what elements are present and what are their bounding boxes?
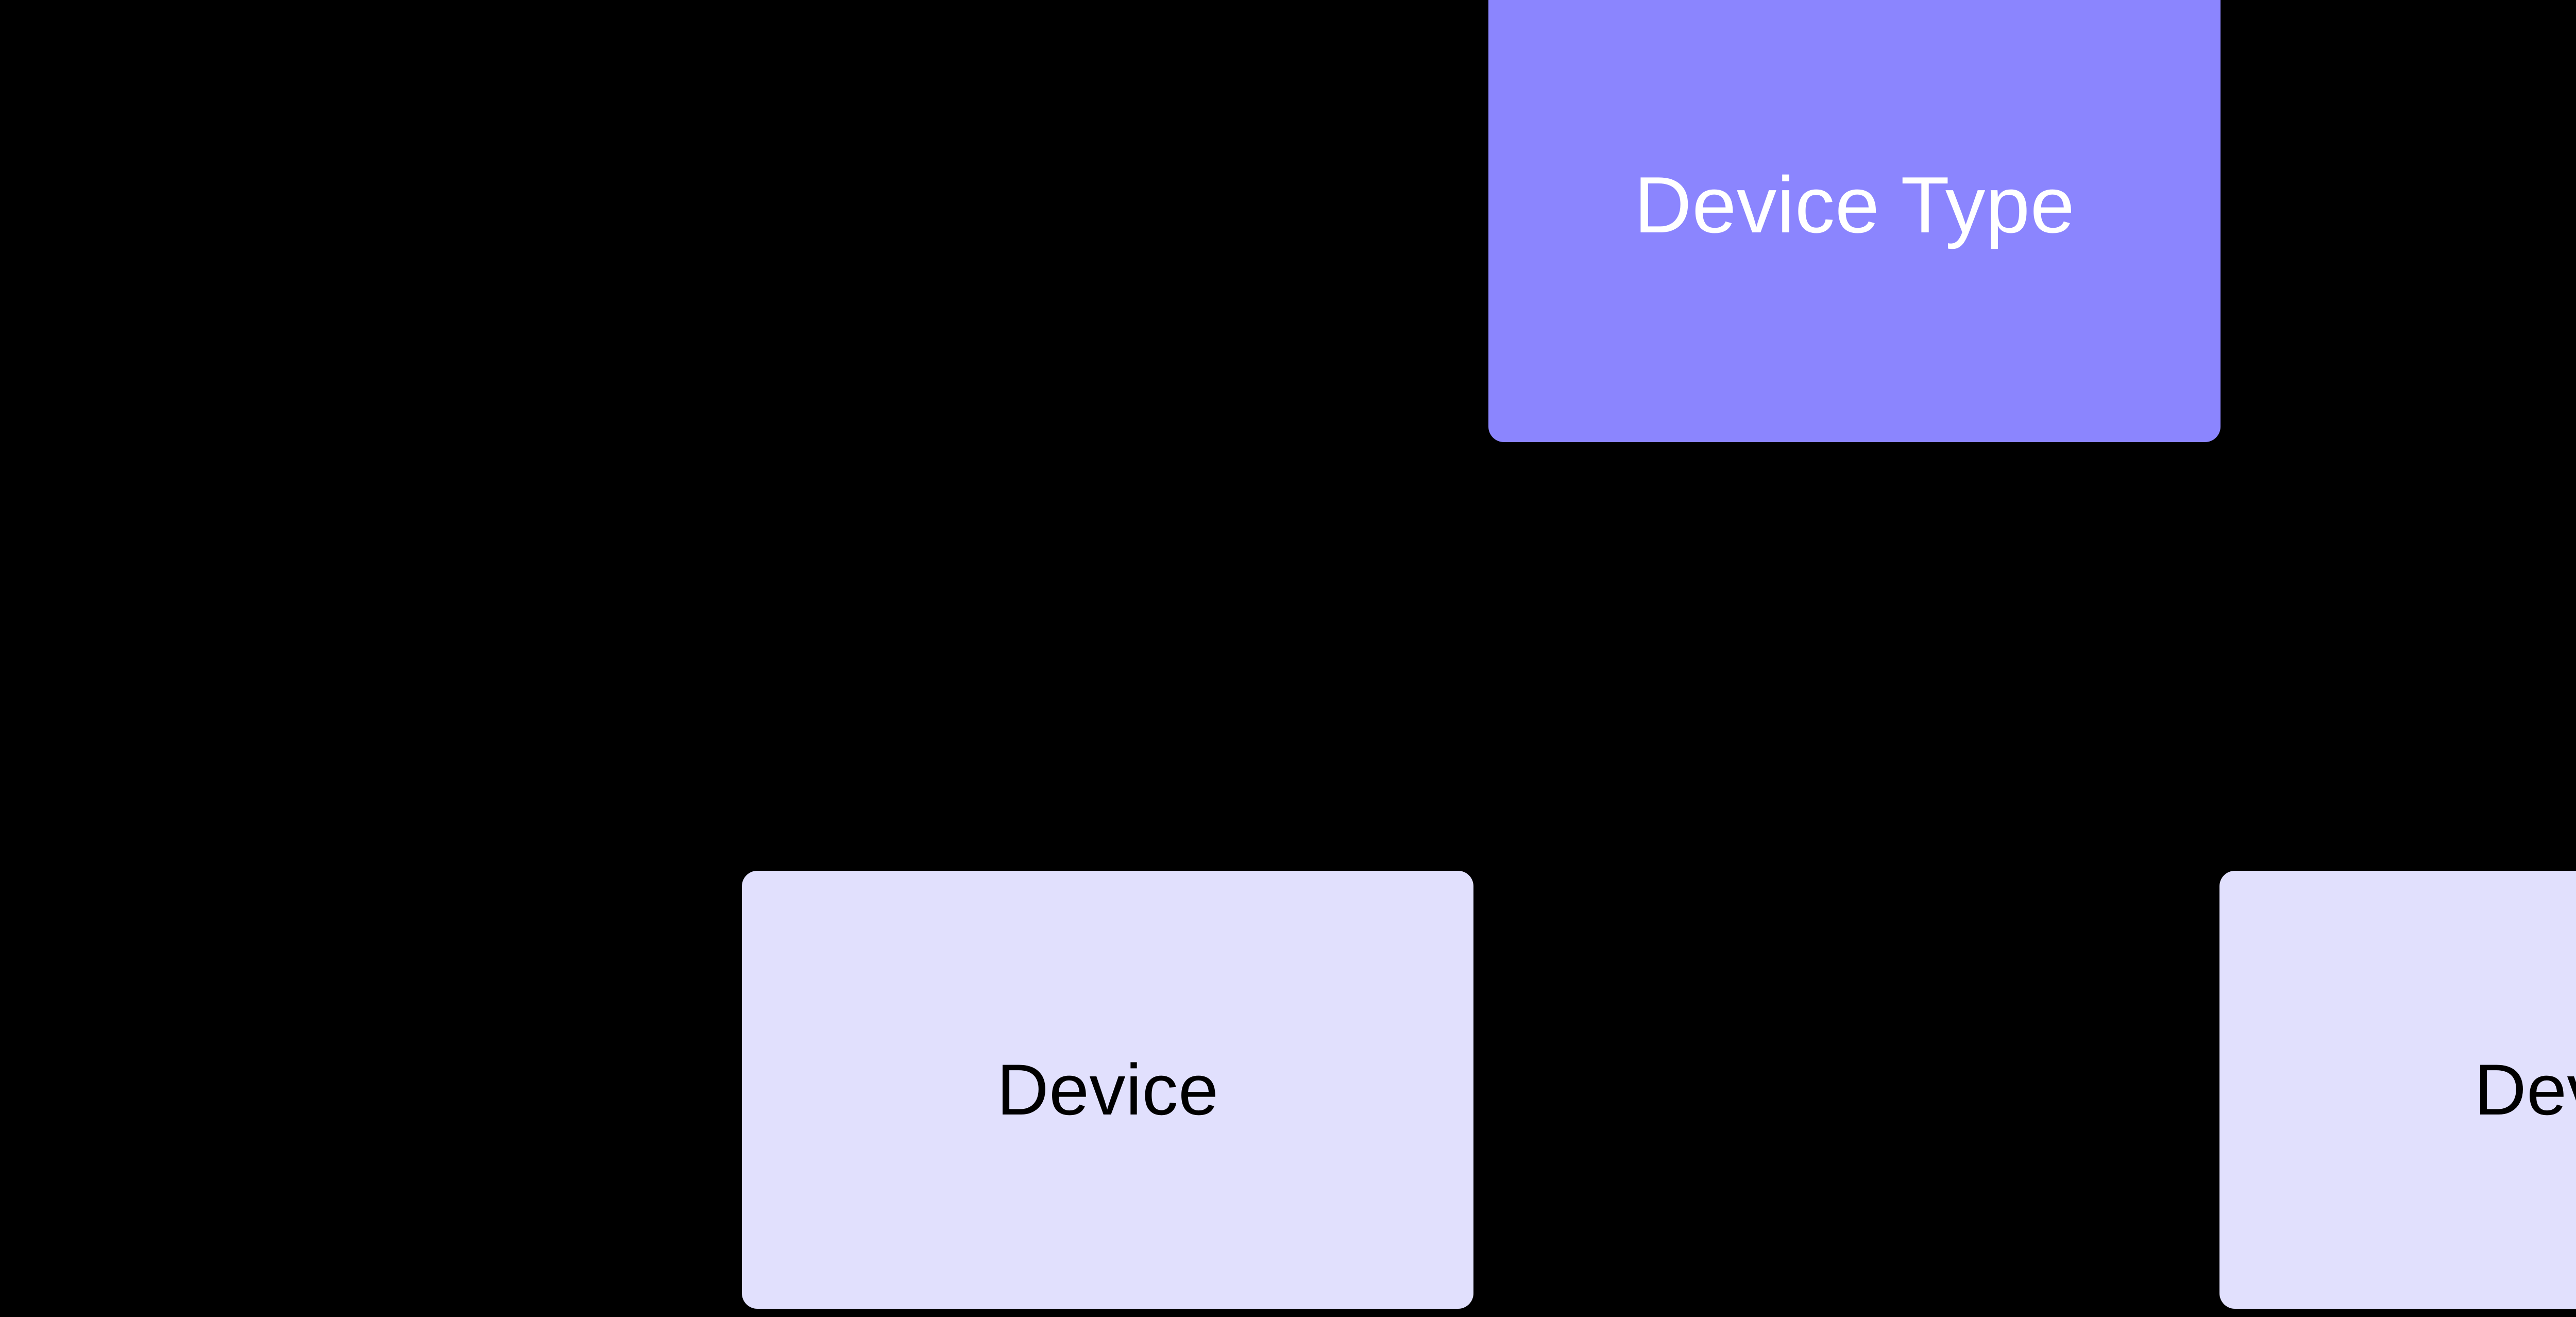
node-device-type[interactable]: Device Type [1488, 0, 2221, 442]
edge-device-type-to-device-right [1851, 442, 2576, 874]
node-device-left-label: Device [996, 1049, 1219, 1130]
edge-device-type-to-device-left [1089, 442, 1856, 874]
node-device-right[interactable]: Device [2219, 871, 2576, 1309]
node-device-right-label: Device [2474, 1049, 2576, 1130]
node-device-type-label: Device Type [1634, 160, 2075, 249]
node-device-left[interactable]: Device [742, 871, 1473, 1309]
